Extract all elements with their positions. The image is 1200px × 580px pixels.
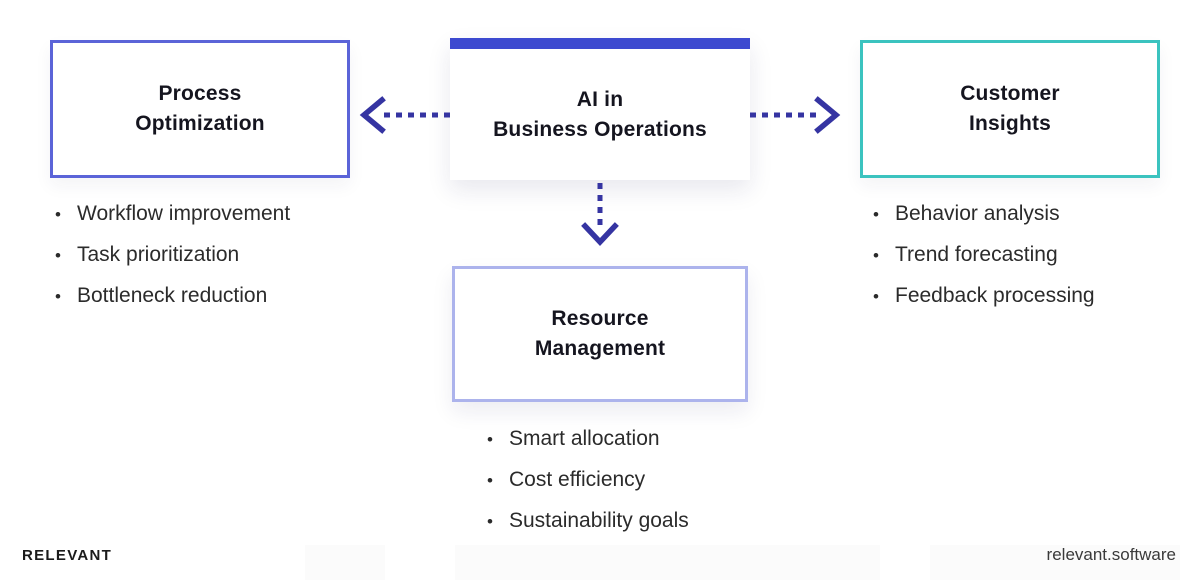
list-item: • Bottleneck reduction: [55, 284, 290, 309]
node-title-line1: AI in: [576, 87, 624, 111]
bullet-icon: •: [55, 205, 61, 224]
list-item: • Workflow improvement: [55, 202, 290, 227]
bullet-list-process-optimization: • Workflow improvement • Task prioritizati…: [55, 202, 290, 325]
list-item: • Trend forecasting: [873, 243, 1095, 268]
bullet-icon: •: [487, 471, 493, 490]
node-title-line1: Customer: [960, 82, 1060, 105]
website-label: relevant.software: [1046, 545, 1176, 564]
node-title-line2: Business Operations: [493, 117, 707, 141]
node-ai-in-business-operations: AI in Business Operations: [450, 38, 750, 180]
list-item-label: Bottleneck reduction: [77, 284, 268, 307]
node-title: Resource Management: [535, 304, 665, 364]
node-title-line2: Insights: [968, 112, 1052, 135]
node-body: AI in Business Operations: [450, 49, 750, 180]
list-item: • Task prioritization: [55, 243, 290, 268]
node-title: Customer Insights: [960, 79, 1060, 139]
list-item: • Behavior analysis: [873, 202, 1095, 227]
brand-logo: RELEVANT: [22, 547, 113, 564]
list-item-label: Smart allocation: [509, 427, 660, 450]
bullet-icon: •: [873, 205, 879, 224]
bullet-icon: •: [487, 512, 493, 531]
list-item: • Smart allocation: [487, 427, 689, 452]
bullet-list-customer-insights: • Behavior analysis • Trend forecasting • F…: [873, 202, 1095, 325]
bullet-icon: •: [873, 287, 879, 306]
node-resource-management: Resource Management: [452, 266, 748, 402]
bullet-icon: •: [487, 430, 493, 449]
list-item: • Feedback processing: [873, 284, 1095, 309]
node-title-line2: Optimization: [135, 112, 265, 135]
bullet-icon: •: [55, 246, 61, 265]
node-process-optimization: Process Optimization: [50, 40, 350, 178]
node-title-line1: Resource: [551, 307, 649, 330]
arrow-right-icon: [750, 96, 841, 134]
bullet-icon: •: [873, 246, 879, 265]
bullet-list-resource-management: • Smart allocation • Cost efficiency • Sust…: [487, 427, 689, 550]
list-item: • Sustainability goals: [487, 509, 689, 534]
node-title: Process Optimization: [135, 79, 265, 139]
bullet-icon: •: [55, 287, 61, 306]
list-item: • Cost efficiency: [487, 468, 689, 493]
arrow-left-icon: [359, 96, 450, 134]
node-title-line2: Management: [534, 337, 666, 360]
accent-bar: [450, 38, 750, 49]
node-customer-insights: Customer Insights: [860, 40, 1160, 178]
background-artifact: [305, 545, 385, 580]
arrow-down-icon: [581, 183, 619, 247]
node-title: AI in Business Operations: [493, 85, 707, 145]
list-item-label: Trend forecasting: [895, 243, 1058, 266]
list-item-label: Workflow improvement: [77, 202, 291, 225]
list-item-label: Cost efficiency: [509, 468, 646, 491]
node-title-line1: Process: [158, 82, 242, 105]
background-artifact: [930, 545, 1180, 580]
list-item-label: Behavior analysis: [895, 202, 1060, 225]
list-item-label: Sustainability goals: [509, 509, 689, 532]
list-item-label: Feedback processing: [895, 284, 1095, 307]
background-artifact: [455, 545, 880, 580]
list-item-label: Task prioritization: [77, 243, 240, 266]
